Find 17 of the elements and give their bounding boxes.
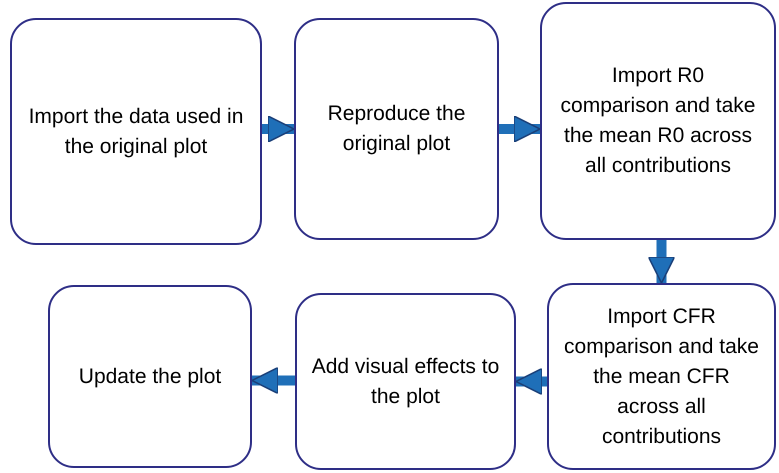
- block-arrow: [251, 366, 295, 394]
- block-arrow: [648, 240, 676, 284]
- box-text: Add visual effects to the plot: [311, 354, 500, 410]
- box-text: Reproduce the original plot: [326, 101, 466, 157]
- process-box: [295, 293, 516, 470]
- box-text: Import R0 comparison and take the mean R0 across all contributions: [560, 63, 756, 179]
- process-box: [547, 283, 776, 470]
- process-box: [10, 18, 262, 245]
- process-box: [294, 18, 499, 240]
- process-box: [540, 2, 776, 240]
- process-box: [48, 285, 252, 468]
- block-arrow: [262, 115, 295, 143]
- box-text: Import the data used in the original plot: [28, 104, 244, 160]
- box-text: Update the plot: [78, 364, 222, 390]
- block-arrow: [515, 368, 547, 396]
- box-text: Import CFR comparison and take the mean CFR across all contributions: [563, 304, 760, 450]
- block-arrow: [499, 115, 541, 143]
